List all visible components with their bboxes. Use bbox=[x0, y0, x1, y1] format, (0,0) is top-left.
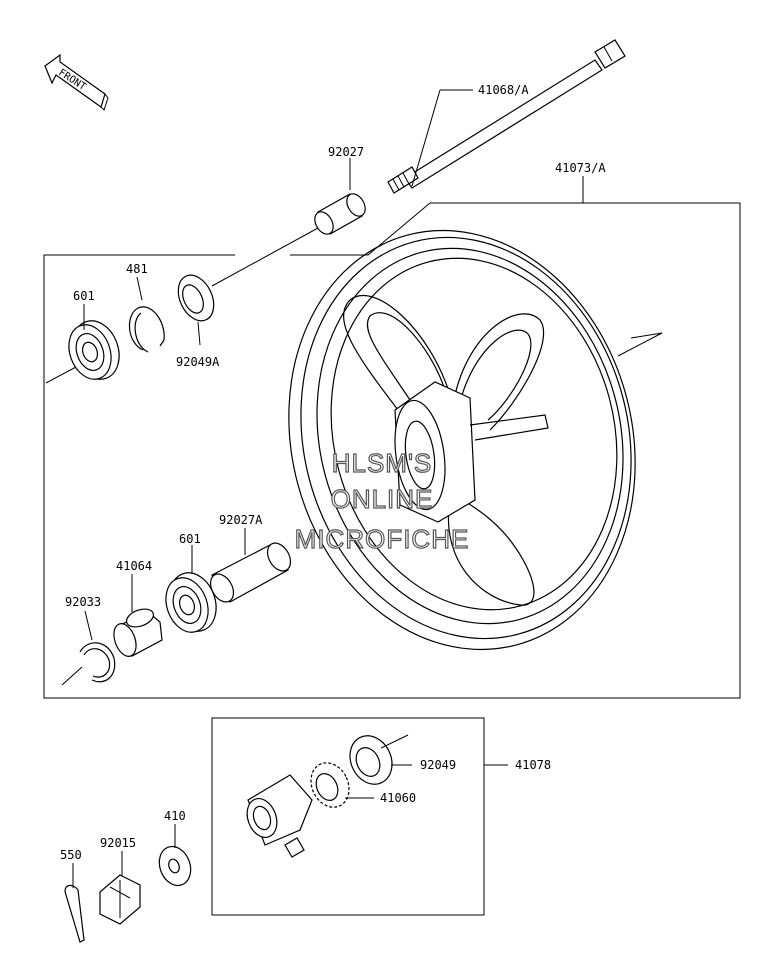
oil-seal-92049-part bbox=[349, 735, 393, 785]
meter-housing-part bbox=[246, 774, 313, 858]
label-550: 550 bbox=[60, 848, 82, 862]
wheel-rim-part bbox=[288, 229, 636, 651]
watermark-line-3: MICROFICHE bbox=[295, 524, 470, 554]
label-92027: 92027 bbox=[328, 145, 364, 159]
watermark: HLSM'S ONLINE MICROFICHE bbox=[294, 447, 470, 554]
bearing-601-top-part bbox=[68, 320, 120, 380]
axle-part bbox=[387, 39, 626, 194]
watermark-line-1: HLSM'S bbox=[332, 448, 433, 478]
collar-92027-part bbox=[314, 193, 366, 235]
label-41073A: 41073/A bbox=[555, 161, 606, 175]
circlip-92033-part bbox=[79, 642, 116, 683]
circlip-481-part bbox=[129, 306, 165, 353]
label-410: 410 bbox=[164, 809, 186, 823]
label-601-mid: 601 bbox=[179, 532, 201, 546]
label-41078: 41078 bbox=[515, 758, 551, 772]
label-41068A: 41068/A bbox=[478, 83, 529, 97]
label-41064: 41064 bbox=[116, 559, 152, 573]
label-92049A: 92049A bbox=[176, 355, 220, 369]
cotter-pin-550-part bbox=[64, 884, 85, 943]
leader-lines bbox=[45, 89, 663, 888]
collar-92027A-part bbox=[209, 542, 292, 603]
hub-assembly-box bbox=[211, 717, 485, 916]
label-92049: 92049 bbox=[420, 758, 456, 772]
bearing-601-mid-part bbox=[165, 572, 217, 633]
label-92033: 92033 bbox=[65, 595, 101, 609]
label-601-top: 601 bbox=[73, 289, 95, 303]
label-41060: 41060 bbox=[380, 791, 416, 805]
nut-92015-part bbox=[99, 874, 141, 925]
spacer-41064-part bbox=[113, 608, 163, 657]
front-arrow-icon: FRONT bbox=[44, 53, 109, 111]
watermark-line-2: ONLINE bbox=[331, 484, 434, 514]
washer-410-part bbox=[158, 845, 192, 887]
label-481: 481 bbox=[126, 262, 148, 276]
label-92015: 92015 bbox=[100, 836, 136, 850]
label-92027A: 92027A bbox=[219, 513, 263, 527]
gear-41060-part bbox=[310, 762, 350, 808]
oil-seal-92049A-part bbox=[177, 274, 215, 322]
